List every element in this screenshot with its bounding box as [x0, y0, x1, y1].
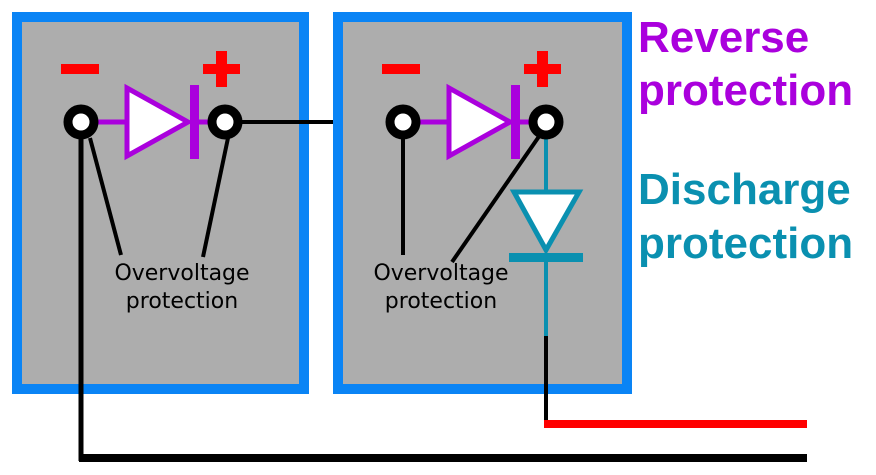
legend-reverse-line1: Reverse — [638, 13, 809, 62]
cell-2-negative-terminal — [385, 104, 421, 140]
cell-2-positive-terminal — [528, 104, 564, 140]
cell-1-ov-label-line2: protection — [126, 289, 238, 314]
cell-1-ov-label-line1: Overvoltage — [114, 261, 249, 286]
positive-output-lead — [544, 420, 807, 428]
cell-2-body — [333, 12, 632, 394]
cell-2-negative-mark — [382, 64, 420, 74]
cell-2-positive-mark — [524, 51, 561, 87]
cell-1-ov-leader-right — [201, 137, 230, 258]
cell-1-positive-mark — [203, 51, 240, 87]
cell-2-ov-label-line1: Overvoltage — [373, 261, 508, 286]
cell-2-ov-label-line2: protection — [385, 289, 497, 314]
cell-1-body — [12, 12, 309, 394]
negative-output-lead — [79, 454, 807, 462]
legend-discharge-line2: protection — [638, 219, 853, 268]
cell-1-negative-mark — [61, 64, 99, 74]
cell-2-ov-leader-right — [450, 133, 542, 264]
cell-1-positive-terminal — [207, 104, 243, 140]
cell-1-ov-leader-left — [88, 137, 123, 256]
cell-2-discharge-diode — [509, 138, 584, 336]
legend-reverse-line2: protection — [638, 66, 853, 115]
cell-2: Overvoltage protection — [333, 12, 632, 394]
cell-1-reverse-diode — [90, 83, 213, 161]
cell-1-negative-terminal — [63, 104, 99, 140]
legend-discharge-line1: Discharge — [638, 165, 851, 214]
cell-1: Overvoltage protection — [12, 12, 309, 461]
